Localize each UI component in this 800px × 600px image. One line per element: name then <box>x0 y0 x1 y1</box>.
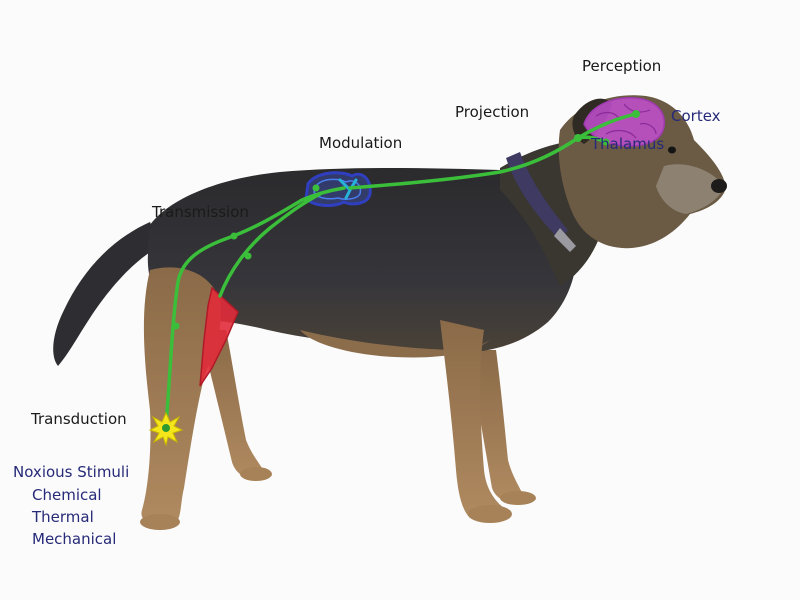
label-thalamus: Thalamus <box>591 135 665 153</box>
label-perception: Perception <box>582 57 662 75</box>
pain-pathway <box>164 112 638 426</box>
sunburst-receptor-icon <box>148 411 184 447</box>
pathway-nodes <box>172 110 640 330</box>
label-modulation: Modulation <box>319 134 403 152</box>
ascending-tract <box>348 112 638 190</box>
stimulus-item-chemical: Chemical <box>32 486 102 504</box>
dog-paw-hind-near <box>140 514 180 530</box>
muscle-region <box>199 286 239 387</box>
dog-tail <box>53 222 161 366</box>
label-projection: Projection <box>455 103 530 121</box>
dog-paw-front-far <box>500 491 536 505</box>
dog-near-hind-leg <box>141 267 221 528</box>
dog-far-hind-leg <box>200 330 268 481</box>
collar-buckle <box>554 228 576 252</box>
dog-far-front-leg <box>470 350 526 503</box>
dog-body <box>147 168 577 353</box>
dog-nose <box>711 179 727 193</box>
label-transmission: Transmission <box>152 203 249 221</box>
dog-paw-hind-far <box>240 467 272 481</box>
dog-near-front-leg <box>440 320 510 521</box>
dog-eye <box>668 146 676 154</box>
afferent-nerve <box>164 186 346 426</box>
stimulus-item-thermal: Thermal <box>32 508 94 526</box>
label-transduction: Transduction <box>31 410 127 428</box>
dog-collar <box>506 152 568 240</box>
label-cortex: Cortex <box>671 107 721 125</box>
stimulus-item-mechanical: Mechanical <box>32 530 117 548</box>
brain-cortex-icon <box>583 97 665 147</box>
descending-nerve <box>218 192 322 298</box>
dog-illustration <box>53 95 727 530</box>
noxious-stimuli-title: Noxious Stimuli <box>13 463 130 481</box>
dog-paw-front-near <box>468 505 512 523</box>
dog-belly-tan <box>300 330 490 358</box>
dog-muzzle <box>656 164 724 214</box>
